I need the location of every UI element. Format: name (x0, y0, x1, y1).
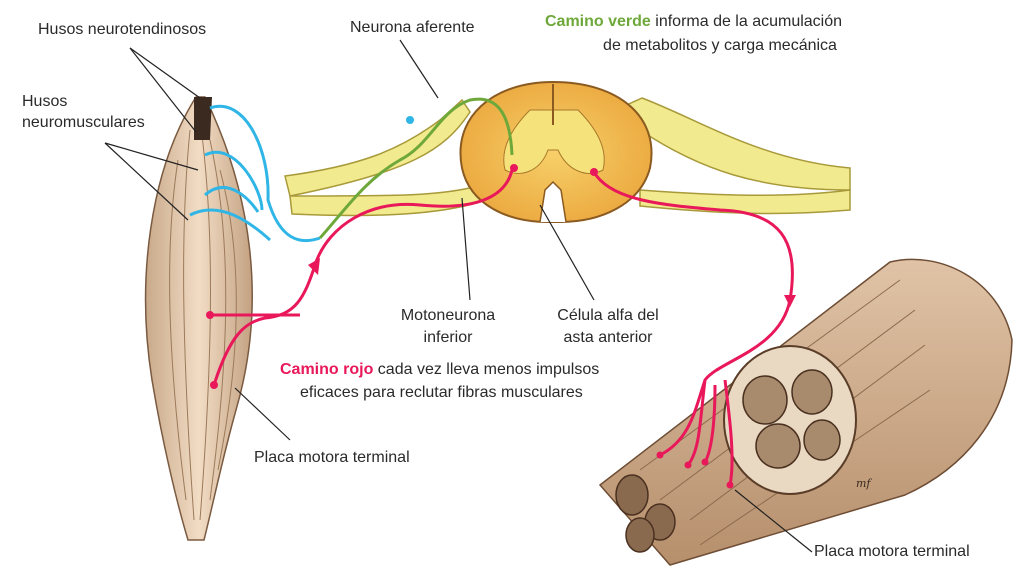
camino-rojo-line-1: Camino rojo cada vez lleva menos impulso… (280, 360, 599, 380)
label-husos-neuromusculares-1: Husos (22, 93, 68, 110)
camino-verde-line-1: Camino verde informa de la acumulación (545, 12, 842, 32)
label-celula-alfa-1: Célula alfa del (557, 307, 659, 324)
label-placa-motora-left: Placa motora terminal (254, 449, 410, 466)
muscle-bundle (598, 258, 1013, 566)
spinal-cord (459, 80, 653, 223)
label-placa-motora-right: Placa motora terminal (814, 543, 970, 560)
leader-lines (104, 39, 813, 553)
signature: mf (856, 477, 872, 490)
green-afferent-path (318, 97, 514, 239)
label-neurona-aferente: Neurona aferente (350, 19, 475, 36)
spindle-afferents (189, 104, 321, 243)
camino-verde-text-2: de metabolitos y carga mecánica (603, 37, 837, 54)
camino-verde-text-1: informa de la acumulación (655, 13, 843, 30)
muscle-spindle (144, 96, 253, 541)
label-motoneurona-1: Motoneurona (400, 307, 496, 324)
label-celula-alfa-2: asta anterior (563, 329, 653, 346)
red-motor-path-right (592, 171, 794, 486)
camino-verde-title: Camino verde (545, 13, 651, 30)
camino-rojo-text-1: cada vez lleva menos impulsos (377, 361, 600, 378)
camino-rojo-text-2: eficaces para reclutar fibras musculares (300, 384, 583, 401)
label-motoneurona-2: inferior (423, 329, 473, 346)
label-husos-neurotendinosos: Husos neurotendinosos (38, 21, 207, 38)
camino-rojo-title: Camino rojo (280, 361, 374, 378)
label-husos-neuromusculares-2: neuromusculares (22, 114, 145, 131)
